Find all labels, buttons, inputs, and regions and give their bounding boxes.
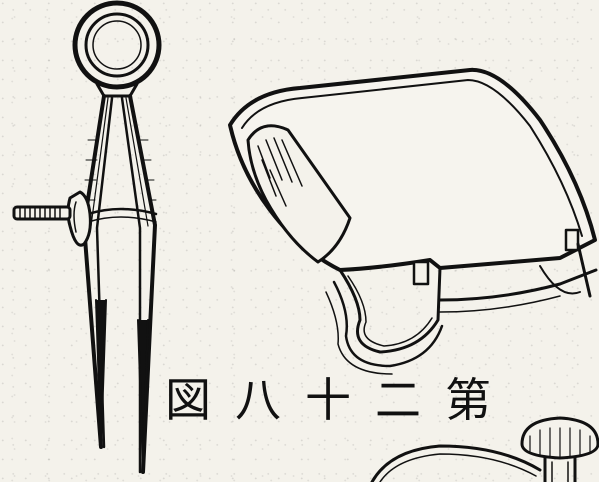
divider-compass-icon	[12, 0, 162, 474]
caption-char-2: 八	[235, 373, 281, 427]
caption-char-3: 十	[305, 373, 351, 427]
leather-pouch-icon	[228, 67, 598, 375]
caption-char-4: 二	[375, 373, 421, 427]
caption-char-5: 第	[445, 373, 491, 427]
thumbscrew-icon	[370, 416, 599, 482]
figure-caption: 図 八 十 二 第	[158, 370, 498, 430]
caption-char-1: 図	[165, 373, 211, 427]
